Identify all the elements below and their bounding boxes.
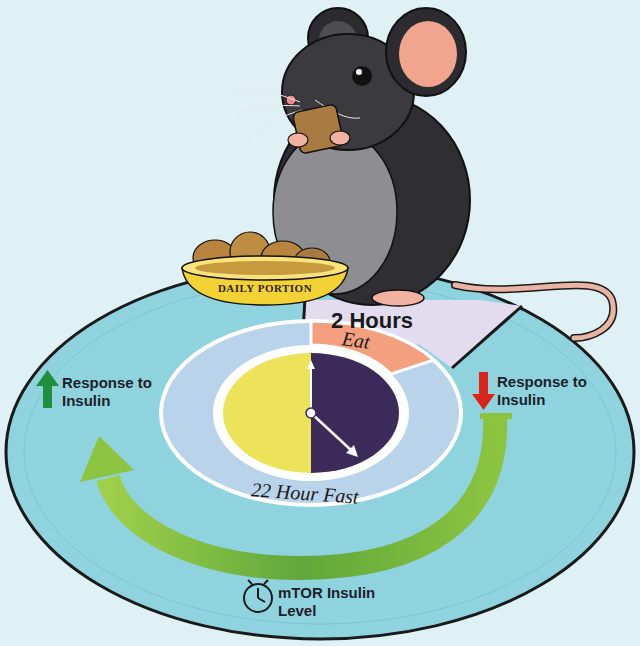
- clock-dial: [310, 366, 312, 413]
- food-bowl: [195, 261, 335, 275]
- clock-dial: [307, 360, 315, 369]
- platform-disc: [6, 265, 634, 639]
- node-text: Eat: [341, 327, 372, 353]
- mouse-figure: [455, 285, 613, 338]
- mouse-figure: [352, 66, 372, 86]
- up-arrow: [36, 370, 59, 386]
- clock-dial: [213, 345, 409, 481]
- duration-wedge: 2 Hours: [326, 306, 418, 336]
- down-arrow: [472, 372, 495, 410]
- clock-icon: [244, 580, 272, 612]
- food-bowl: [182, 232, 348, 305]
- cycle-arrow: [80, 413, 512, 568]
- up-arrow: [36, 370, 59, 408]
- clock-dial: [161, 321, 461, 505]
- clock-dial: [346, 445, 358, 457]
- clock-dial: [306, 408, 316, 418]
- cycle-arrow: [80, 436, 134, 482]
- platform-disc: [6, 265, 634, 639]
- clock-dial: [311, 413, 352, 451]
- mouse-figure: [455, 285, 613, 338]
- mouse-figure: [356, 69, 362, 75]
- mouse-figure: [330, 131, 350, 145]
- cycle-arrow: [480, 413, 512, 419]
- food-bowl: [182, 256, 348, 280]
- mouse-figure: [232, 90, 300, 102]
- response-label: Response to Insulin: [497, 373, 617, 409]
- up-arrow: [43, 384, 52, 408]
- mouse-figure: [288, 133, 308, 147]
- level-label: mTOR Insulin Level: [278, 584, 398, 620]
- node-text: 22 Hour Fast: [250, 478, 359, 507]
- clock-icon: [264, 580, 268, 584]
- clock-icon: [258, 598, 265, 602]
- mouse-figure: [372, 290, 424, 306]
- clock-dial: [311, 353, 399, 473]
- clock-dial: [223, 353, 311, 473]
- mouse-figure: [236, 105, 300, 116]
- mouse-figure: [399, 21, 457, 87]
- eat-segment: Eat: [335, 323, 377, 356]
- down-arrow: [479, 372, 488, 396]
- platform-disc: [24, 280, 616, 624]
- down-arrow: [472, 394, 495, 410]
- clock-icon: [244, 584, 272, 612]
- bowl-label: DAILY PORTION: [213, 279, 318, 297]
- response-label: Response to Insulin: [62, 374, 158, 410]
- clock-icon: [248, 580, 252, 584]
- clock-icon: [257, 588, 259, 598]
- clock-dial: [161, 321, 461, 505]
- mouse-figure: [386, 8, 466, 96]
- node-text: DAILY PORTION: [218, 282, 313, 294]
- eating-wedge: [452, 306, 522, 368]
- cycle-arrow: [108, 415, 495, 568]
